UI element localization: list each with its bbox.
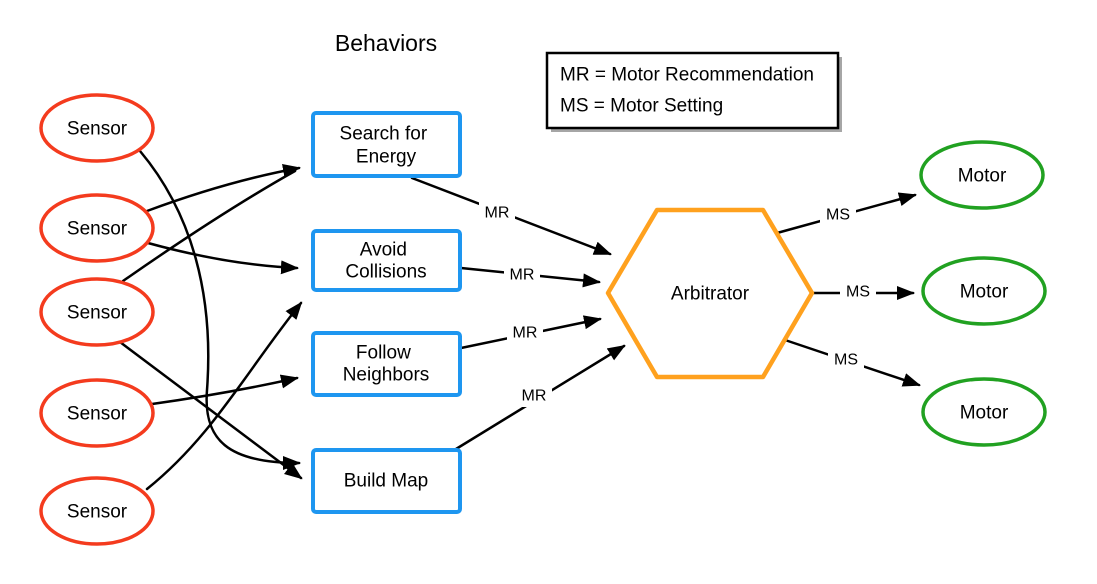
behavior-label-line1: Build Map bbox=[344, 471, 429, 492]
behavior-label-line2: Neighbors bbox=[343, 365, 430, 386]
edge-sensor5-to-avoid-collisions bbox=[145, 301, 303, 491]
behavior-label: Search for Energy bbox=[340, 118, 433, 168]
mr-label-1: MR bbox=[485, 205, 510, 222]
arbitrator-node: Arbitrator bbox=[605, 207, 815, 380]
behavior-box bbox=[311, 331, 462, 397]
mr-label-3: MR bbox=[513, 325, 538, 342]
arbitrator-label: Arbitrator bbox=[671, 284, 750, 305]
sensor-label: Sensor bbox=[67, 303, 128, 324]
motor-label: Motor bbox=[960, 403, 1009, 424]
behavior-label: Avoid Collisions bbox=[345, 234, 426, 283]
motor-ellipse bbox=[921, 377, 1047, 447]
sensor-ellipse bbox=[39, 476, 155, 546]
sensor-node-5: Sensor bbox=[39, 476, 155, 546]
behavior-box bbox=[311, 448, 462, 514]
behavior-node-build-map: Build Map bbox=[311, 448, 462, 514]
behavior-label: Follow Neighbors bbox=[343, 337, 430, 386]
behavior-node-search-for-energy: Search for Energy bbox=[311, 111, 462, 178]
edge-sensor2-to-avoid-collisions bbox=[146, 241, 299, 275]
edge-sensor3-to-build-map bbox=[118, 340, 303, 480]
edges-group bbox=[118, 149, 921, 491]
arbitrator-hexagon bbox=[605, 207, 815, 380]
motor-label: Motor bbox=[960, 282, 1009, 303]
edge-sensor4-to-follow-neighbors bbox=[150, 374, 299, 406]
ms-label-3: MS bbox=[834, 352, 858, 369]
motor-label: Motor bbox=[958, 166, 1007, 187]
ms-label-1: MS bbox=[826, 207, 850, 224]
diagram-title: Behaviors bbox=[335, 30, 437, 56]
sensor-node-2: Sensor bbox=[39, 193, 155, 263]
behavior-box bbox=[311, 229, 462, 292]
edge-sensor3-to-search-for-energy bbox=[121, 169, 297, 283]
motor-node-1: Motor bbox=[919, 140, 1045, 210]
legend-box: MR = Motor Recommendation MS = Motor Set… bbox=[545, 51, 842, 132]
behavior-label-line1: Follow bbox=[356, 343, 411, 364]
sensor-node-4: Sensor bbox=[39, 378, 155, 448]
sensor-label: Sensor bbox=[67, 502, 128, 523]
mr-label-4: MR bbox=[522, 388, 547, 405]
edge-labels: MR MR MR MR MS MS MS bbox=[485, 205, 870, 405]
behavior-label-line1: Search for bbox=[340, 124, 428, 145]
behavior-node-follow-neighbors: Follow Neighbors bbox=[311, 331, 462, 397]
sensor-ellipse bbox=[39, 93, 155, 163]
sensor-ellipse bbox=[39, 378, 155, 448]
motor-ellipse bbox=[921, 256, 1047, 326]
edge-sensor1-to-build-map bbox=[138, 149, 301, 470]
behavior-label-line1: Avoid bbox=[360, 240, 407, 261]
legend-border bbox=[545, 51, 840, 130]
behavior-label-line2: Collisions bbox=[345, 262, 426, 283]
behavior-nodes: Search for Energy Avoid Collisions Follo… bbox=[311, 111, 462, 514]
sensor-node-3: Sensor bbox=[39, 277, 155, 347]
behavior-box bbox=[311, 111, 462, 178]
motor-node-3: Motor bbox=[921, 377, 1047, 447]
behavior-label: Build Map bbox=[344, 471, 429, 492]
behavior-label-line2: Energy bbox=[356, 147, 417, 168]
sensor-ellipse bbox=[39, 277, 155, 347]
sensor-nodes: Sensor Sensor Sensor Sensor Sensor bbox=[39, 93, 155, 546]
sensor-label: Sensor bbox=[67, 119, 128, 140]
motor-node-2: Motor bbox=[921, 256, 1047, 326]
edge-sensor2-to-search-for-energy bbox=[145, 163, 301, 213]
legend-line-ms: MS = Motor Setting bbox=[560, 96, 723, 117]
sensor-ellipse bbox=[39, 193, 155, 263]
sensor-node-1: Sensor bbox=[39, 93, 155, 163]
motor-ellipse bbox=[919, 140, 1045, 210]
legend-line-mr: MR = Motor Recommendation bbox=[560, 65, 814, 86]
sensor-label: Sensor bbox=[67, 404, 128, 425]
sensor-label: Sensor bbox=[67, 219, 128, 240]
ms-label-2: MS bbox=[846, 284, 870, 301]
edge-label-backgrounds bbox=[479, 202, 876, 407]
mr-label-2: MR bbox=[510, 267, 535, 284]
motor-nodes: Motor Motor Motor bbox=[919, 140, 1047, 447]
behavior-node-avoid-collisions: Avoid Collisions bbox=[311, 229, 462, 292]
